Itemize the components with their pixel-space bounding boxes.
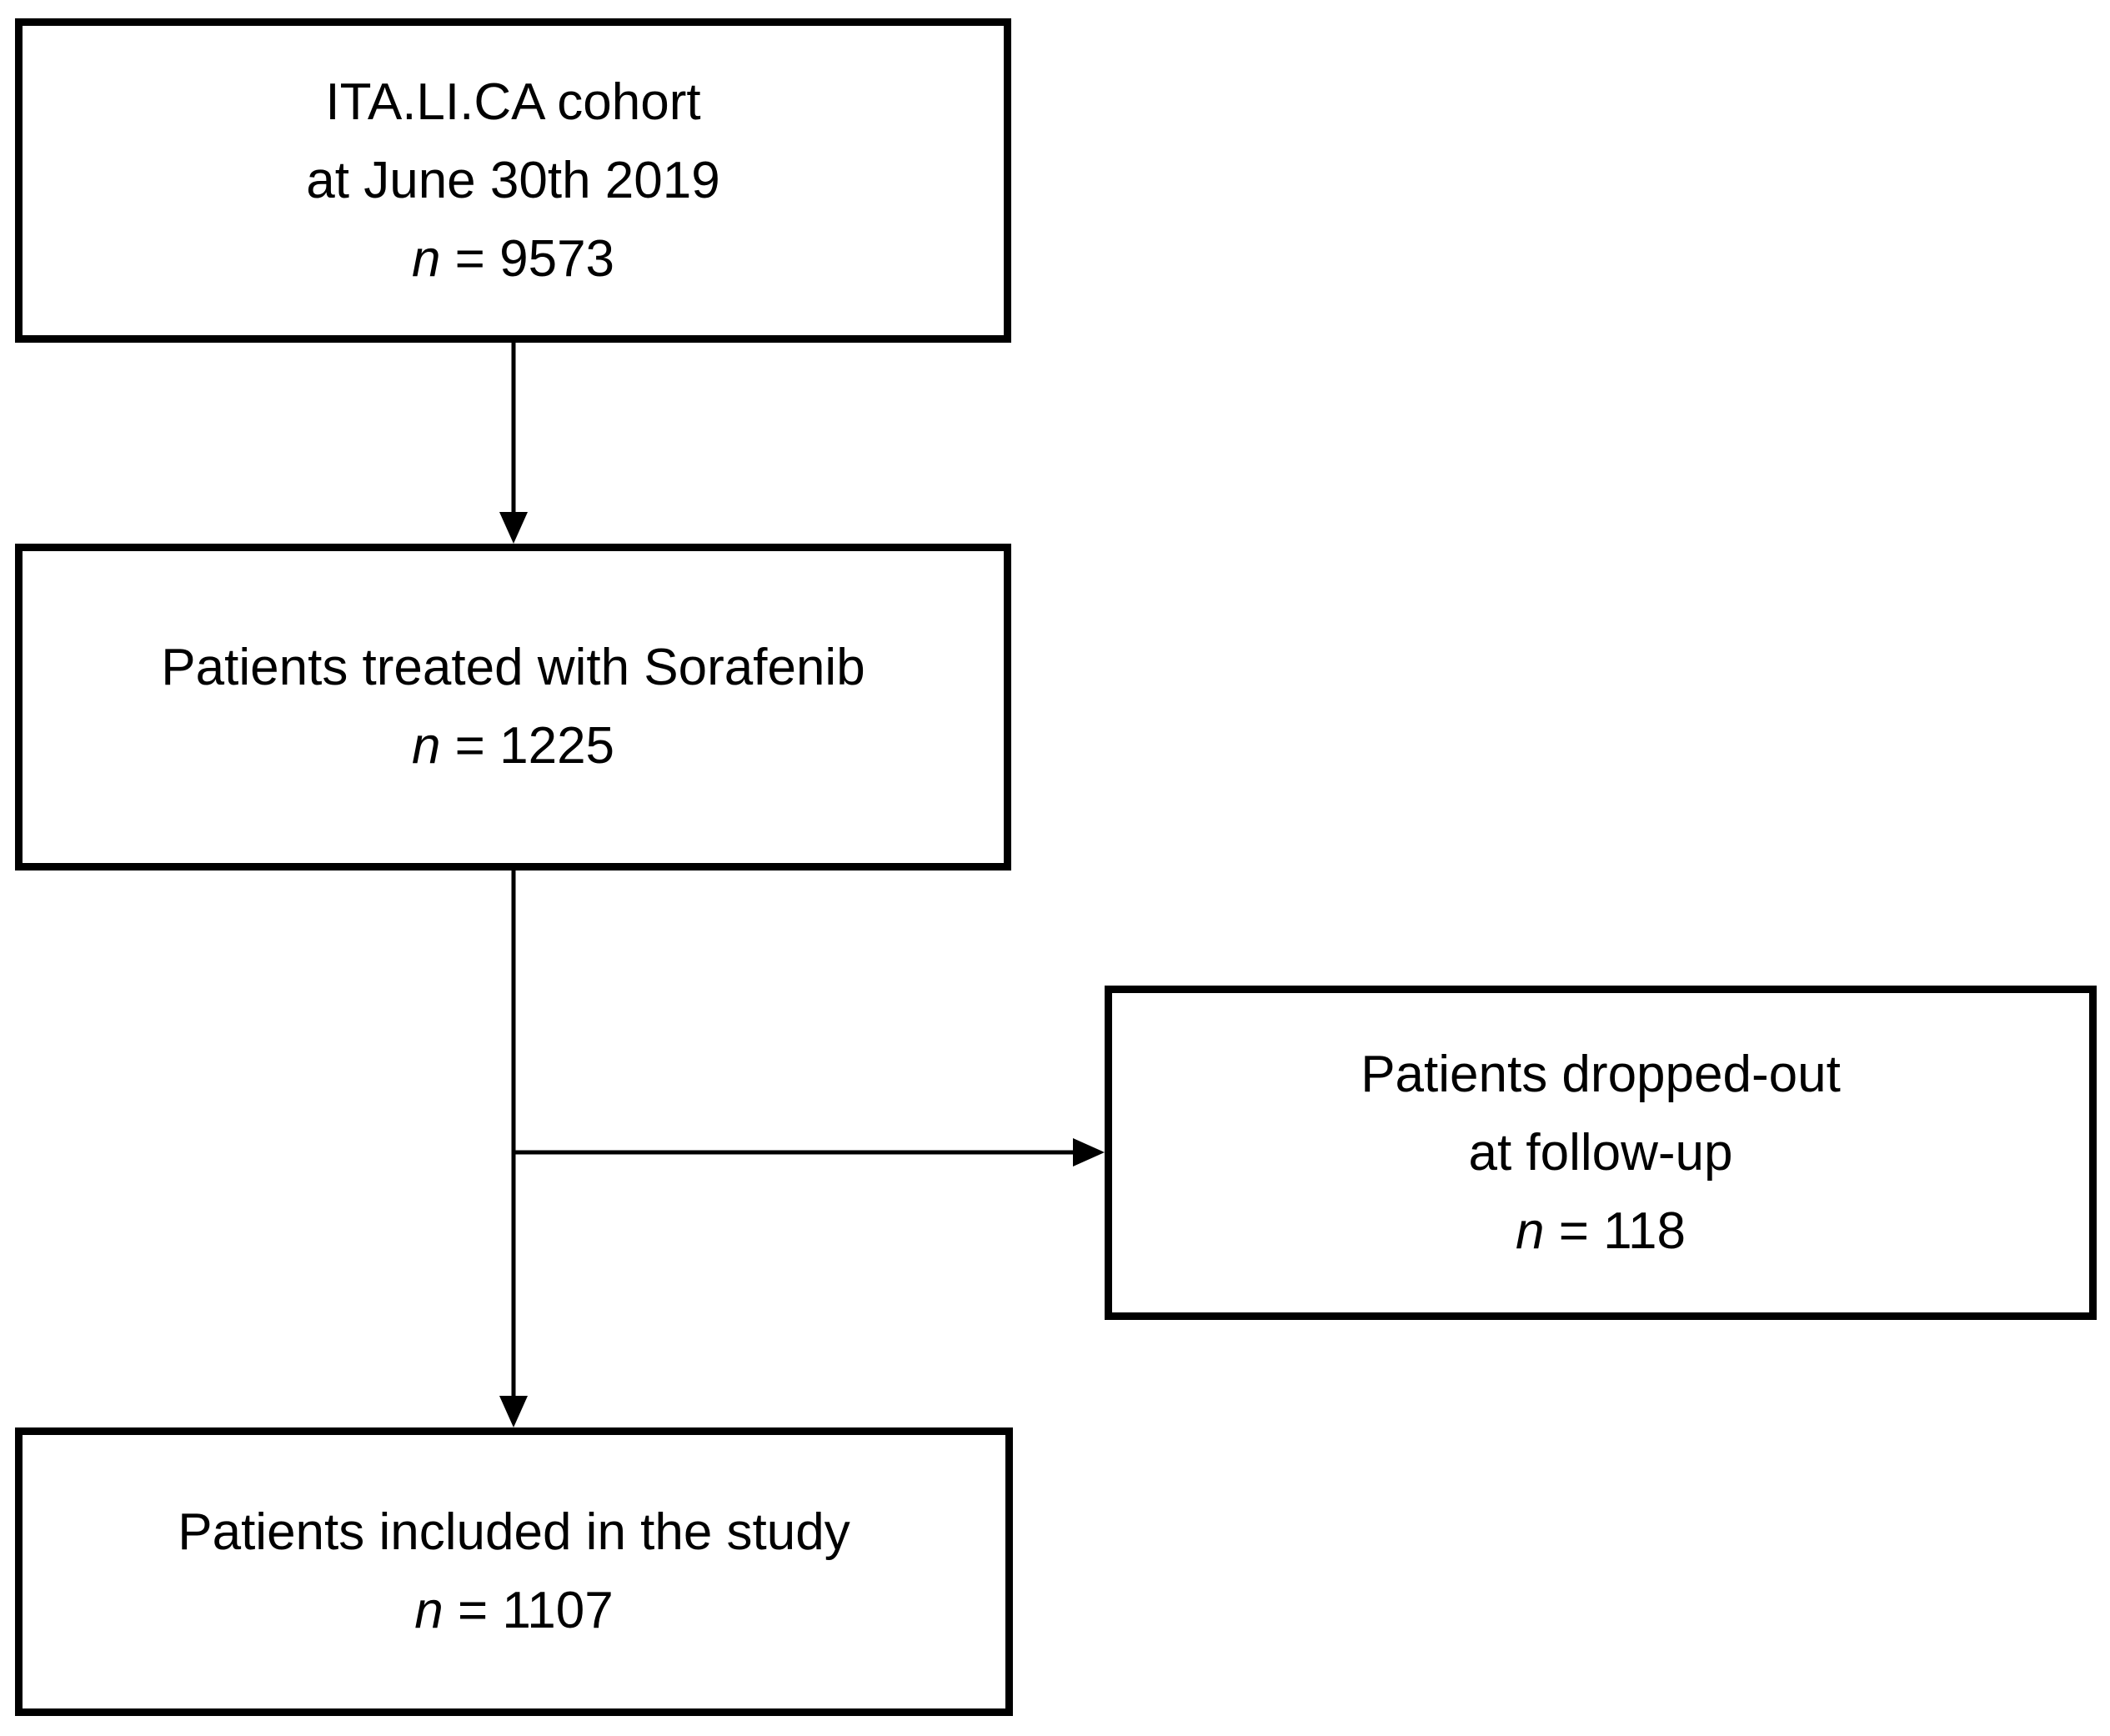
box-cohort: ITA.LI.CA cohort at June 30th 2019 n = 9… [15, 18, 1011, 343]
arrow-cohort-to-sorafenib [499, 343, 528, 544]
box-included: Patients included in the study n = 1107 [15, 1427, 1013, 1716]
box-cohort-n-count: n = 9573 [411, 229, 615, 288]
box-sorafenib-n-count: n = 1225 [411, 717, 615, 775]
box-cohort-line-2: at June 30th 2019 [306, 151, 720, 209]
box-sorafenib-line-1: Patients treated with Sorafenib [161, 639, 865, 696]
box-dropout: Patients dropped-out at follow-up n = 11… [1105, 986, 2097, 1320]
arrow-branch-to-dropout [512, 1138, 1105, 1167]
box-included-n-count: n = 1107 [414, 1582, 614, 1639]
box-sorafenib: Patients treated with Sorafenib n = 1225 [15, 544, 1011, 871]
box-dropout-line-2: at follow-up [1468, 1123, 1733, 1182]
arrow-sorafenib-to-included [499, 871, 528, 1427]
box-cohort-line-1: ITA.LI.CA cohort [325, 73, 701, 131]
box-included-line-1: Patients included in the study [178, 1503, 850, 1561]
box-dropout-line-1: Patients dropped-out [1361, 1045, 1841, 1103]
box-dropout-n-count: n = 118 [1516, 1202, 1686, 1260]
